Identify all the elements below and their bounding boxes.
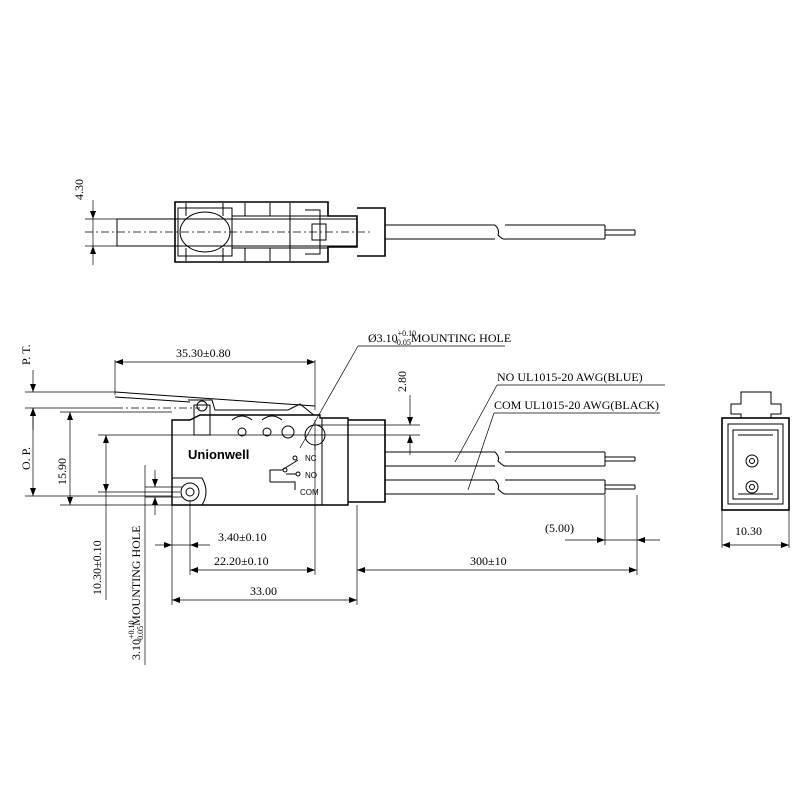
wire-com-label: COM UL1015-20 AWG(BLACK) xyxy=(494,398,659,412)
dim-hole-x: 3.40±0.10 xyxy=(218,530,267,544)
end-view: 10.30 xyxy=(721,391,790,548)
pivot-1 xyxy=(237,427,247,437)
dim-end-width: 10.30 xyxy=(735,524,762,538)
top-view: 4.30 xyxy=(72,179,636,265)
side-view: Unionwell NC NO COM P. T. O. P. 15.90 xyxy=(19,329,665,665)
dim-op: O. P. xyxy=(19,447,33,470)
pivot-2 xyxy=(262,427,272,437)
top-cable-gland xyxy=(357,207,386,257)
brand-label: Unionwell xyxy=(188,447,249,462)
top-body xyxy=(174,201,358,263)
dim-wire-length: 300±10 xyxy=(470,554,507,568)
end-actuator xyxy=(730,391,782,419)
end-body xyxy=(721,417,790,511)
end-wire-2 xyxy=(745,480,759,494)
end-wire-1 xyxy=(745,454,759,468)
dim-pt: P. T. xyxy=(19,344,33,365)
dim-top-height: 4.30 xyxy=(72,179,86,200)
terminal-com: COM xyxy=(300,488,319,497)
dim-vertical-offset: 10.30±0.10 xyxy=(90,540,104,595)
dim-strip-length: (5.00) xyxy=(545,521,574,535)
wire-no xyxy=(385,451,495,467)
wire-com xyxy=(385,479,495,495)
dim-hole-spacing: 22.20±0.10 xyxy=(214,554,269,568)
dim-height: 15.90 xyxy=(55,458,69,485)
top-lever xyxy=(116,218,358,247)
top-cable xyxy=(385,224,495,240)
dim-mount-hole-left: 3.10+0.10-0.05MOUNTING HOLE xyxy=(127,525,145,660)
dim-lever-length: 35.30±0.80 xyxy=(176,346,231,360)
switch-body xyxy=(171,414,349,506)
top-wire-ends xyxy=(605,229,636,236)
terminal-no: NO xyxy=(305,471,317,480)
lever-free xyxy=(114,391,316,407)
wire-no-label: NO UL1015-20 AWG(BLUE) xyxy=(497,370,643,384)
dim-lever-offset: 2.80 xyxy=(395,371,409,392)
dim-body-length: 33.00 xyxy=(250,584,277,598)
pivot-3 xyxy=(281,425,295,439)
dim-mount-hole-top: Ø3.10+0.10-0.05MOUNTING HOLE xyxy=(368,329,511,347)
terminal-nc: NC xyxy=(305,454,317,463)
side-cable-gland xyxy=(348,419,386,503)
